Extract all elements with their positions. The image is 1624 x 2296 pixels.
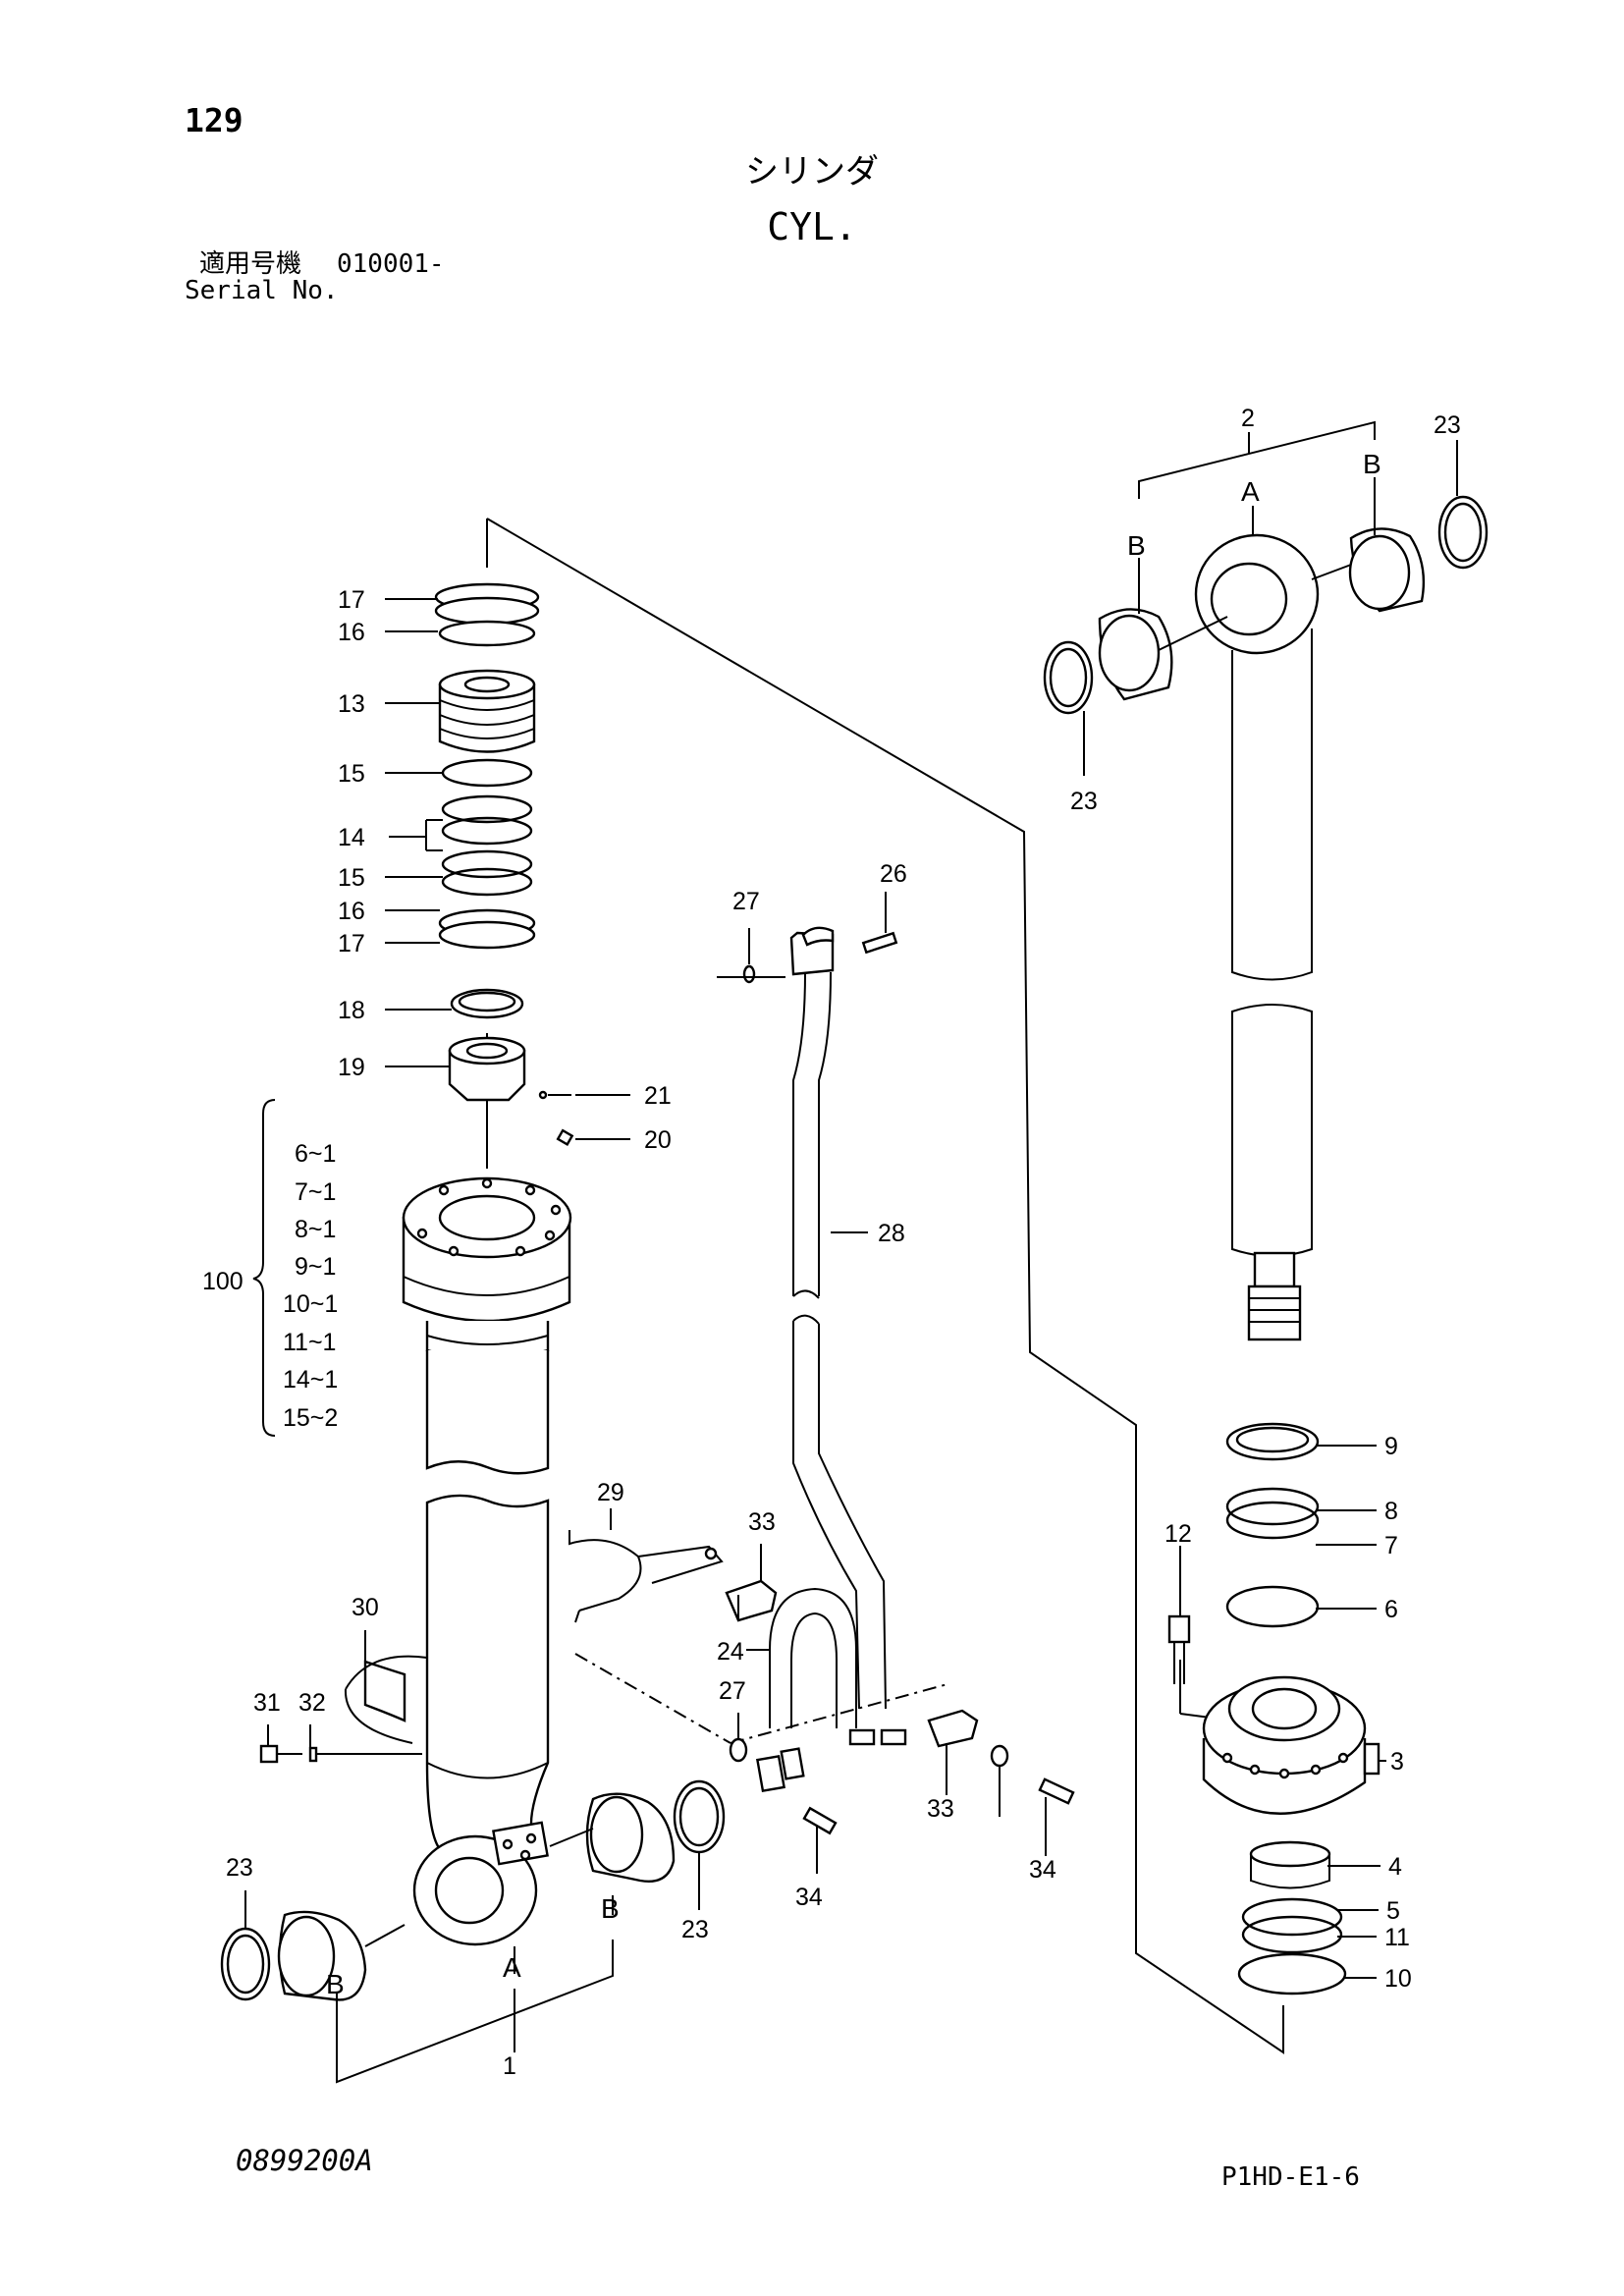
callout-17b: 17 — [338, 930, 365, 957]
callout-16a: 16 — [338, 619, 365, 646]
piston-rod-part — [1043, 495, 1489, 1341]
callout-26b: 27 — [719, 1677, 746, 1705]
callout-numbers: 17 16 13 15 14 15 16 17 18 19 21 20 28 2… — [226, 405, 1461, 2080]
kit-item-1: 6~1 — [295, 1140, 336, 1168]
label-A-top: A — [1241, 476, 1260, 507]
kit-item-5: 10~1 — [283, 1290, 338, 1318]
callout-9: 9 — [1384, 1433, 1398, 1460]
callout-32b: 33 — [927, 1795, 954, 1823]
callout-33a: 34 — [795, 1884, 823, 1911]
callout-23a: 23 — [681, 1916, 709, 1943]
gland-part — [1202, 1675, 1380, 1995]
callout-33b: 34 — [1029, 1856, 1056, 1884]
callout-12: 12 — [1164, 1520, 1192, 1548]
callout-13: 13 — [338, 690, 365, 718]
callout-15b: 15 — [338, 864, 365, 892]
callout-21: 21 — [644, 1082, 672, 1110]
letter-labels: A B B A B B — [326, 449, 1381, 1999]
kit-item-4: 9~1 — [295, 1253, 336, 1281]
label-B-bottom-left: B — [326, 1969, 345, 1999]
label-B-top-right: B — [1363, 449, 1381, 479]
kit-item-7: 14~1 — [283, 1366, 338, 1394]
serial-label-english: Serial No. — [185, 276, 339, 305]
leader-lines — [244, 420, 1458, 2084]
bands-and-fasteners — [259, 1530, 778, 1764]
callout-30: 31 — [253, 1689, 281, 1717]
assembly-kit-label: 100 6~1 7~1 8~1 9~1 10~1 11~1 14~1 15~2 — [202, 1140, 338, 1432]
kit-item-6: 11~1 — [283, 1329, 336, 1356]
page-reference: P1HD-E1-6 — [1221, 2162, 1360, 2192]
callout-4: 4 — [1388, 1853, 1402, 1881]
title-english: CYL. — [767, 205, 857, 248]
kit-item-2: 7~1 — [295, 1178, 336, 1206]
callout-23c: 23 — [1434, 411, 1461, 439]
callout-24: 24 — [717, 1638, 744, 1666]
callout-8: 8 — [1384, 1498, 1398, 1525]
kit-item-3: 8~1 — [295, 1216, 336, 1243]
callout-29: 30 — [352, 1594, 379, 1621]
callout-19: 19 — [338, 1054, 365, 1081]
serial-label-japanese: 適用号機 — [199, 249, 302, 279]
callout-28: 29 — [597, 1479, 624, 1506]
callout-31: 32 — [298, 1689, 326, 1717]
callout-23d: 23 — [1070, 788, 1098, 815]
callout-3: 3 — [1390, 1748, 1404, 1776]
page-number: 129 — [185, 101, 244, 139]
kit-item-8: 15~2 — [283, 1404, 338, 1432]
label-B-top-left: B — [1127, 530, 1146, 561]
callout-1: 1 — [503, 2052, 516, 2080]
callout-27: 28 — [878, 1220, 905, 1247]
callout-23b: 23 — [226, 1854, 253, 1882]
callout-6: 6 — [1384, 1596, 1398, 1623]
label-B-bottom-right: B — [601, 1893, 620, 1924]
callout-11: 11 — [1384, 1924, 1410, 1951]
callout-32a: 33 — [748, 1508, 776, 1536]
callout-2: 2 — [1241, 405, 1255, 432]
callout-25: 26 — [880, 860, 907, 888]
document-code: 0899200A — [236, 2144, 373, 2177]
title-japanese: シリンダ — [745, 152, 879, 191]
pipe-assembly — [717, 926, 1075, 1835]
callout-7: 7 — [1384, 1532, 1398, 1559]
callout-15a: 15 — [338, 760, 365, 788]
callout-14: 14 — [338, 824, 365, 851]
kit-number: 100 — [202, 1268, 244, 1295]
callout-18: 18 — [338, 997, 365, 1024]
rod-seal-stack — [1167, 1422, 1320, 1684]
cylinder-tube-part — [220, 1494, 726, 2001]
assembly-kit-bracket — [252, 1099, 276, 1437]
piston-seal-stack — [434, 582, 574, 1146]
callout-26a: 27 — [732, 888, 760, 915]
callout-10: 10 — [1384, 1965, 1412, 1993]
callout-17a: 17 — [338, 586, 365, 614]
label-A-bottom: A — [503, 1952, 521, 1983]
cylinder-head-part — [402, 1176, 572, 1475]
serial-value: 010001- — [337, 249, 445, 279]
callout-5: 5 — [1386, 1897, 1400, 1925]
callout-16b: 16 — [338, 898, 365, 925]
callout-20: 20 — [644, 1126, 672, 1154]
